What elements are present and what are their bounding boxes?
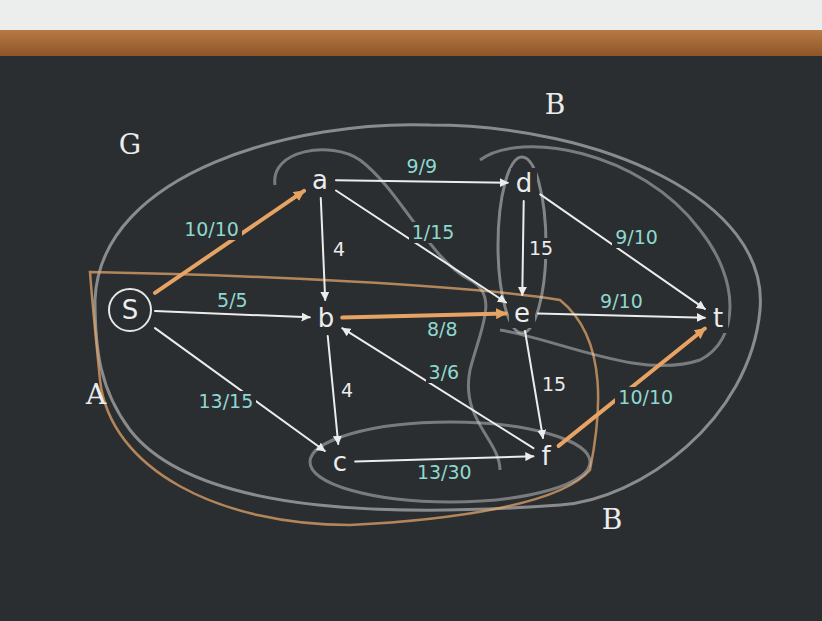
cut-outline <box>90 272 598 525</box>
node-name: a <box>312 167 328 193</box>
graph-node: t <box>708 303 728 333</box>
cut-outline <box>95 125 760 511</box>
node-name: S <box>122 297 139 323</box>
capacity-label: 4 <box>330 239 348 260</box>
capacity-label: 3/6 <box>426 362 463 383</box>
set-label: B <box>602 506 623 534</box>
flow-edge <box>328 336 339 444</box>
node-name: c <box>333 449 347 475</box>
flow-edge <box>336 191 506 303</box>
board-frame <box>0 30 822 56</box>
source-node: S <box>108 288 152 332</box>
flow-edge <box>538 313 705 317</box>
node-name: e <box>514 300 530 326</box>
capacity-label: 8/8 <box>424 319 461 340</box>
capacity-label: 13/15 <box>196 391 257 412</box>
cut-outline <box>480 147 730 366</box>
capacity-label: 10/10 <box>181 219 242 240</box>
flow-edge <box>321 198 325 300</box>
flow-edge <box>342 313 506 317</box>
set-label: A <box>86 381 106 409</box>
flow-edge <box>355 456 533 461</box>
capacity-label: 15 <box>526 238 556 259</box>
node-name: d <box>516 170 533 196</box>
node-name: f <box>541 443 550 469</box>
cut-outline <box>310 422 590 502</box>
flow-edge <box>559 329 705 446</box>
capacity-label: 10/10 <box>615 387 676 408</box>
capacity-label: 9/10 <box>597 291 646 312</box>
flow-edge <box>155 191 304 293</box>
capacity-label: 13/30 <box>414 462 475 483</box>
capacity-label: 9/9 <box>404 156 441 177</box>
capacity-label: 1/15 <box>409 222 458 243</box>
node-name: b <box>318 305 335 331</box>
capacity-label: 4 <box>338 380 356 401</box>
graph-node: b <box>313 303 340 333</box>
flow-edge <box>155 311 310 317</box>
graph-node: e <box>509 298 535 328</box>
capacity-label: 15 <box>539 374 569 395</box>
flow-edge <box>342 328 533 448</box>
graph-node: d <box>511 168 538 198</box>
graph-node: a <box>307 165 333 195</box>
flow-edge <box>336 180 508 183</box>
set-label: G <box>119 131 141 159</box>
flow-edge <box>155 328 325 451</box>
node-name: t <box>713 305 723 331</box>
capacity-label: 5/5 <box>214 290 251 311</box>
wall <box>0 0 822 30</box>
flow-edge <box>522 201 523 295</box>
graph-node: f <box>536 441 555 471</box>
capacity-label: 9/10 <box>612 227 661 248</box>
graph-node: c <box>328 447 352 477</box>
set-label: B <box>545 91 566 119</box>
